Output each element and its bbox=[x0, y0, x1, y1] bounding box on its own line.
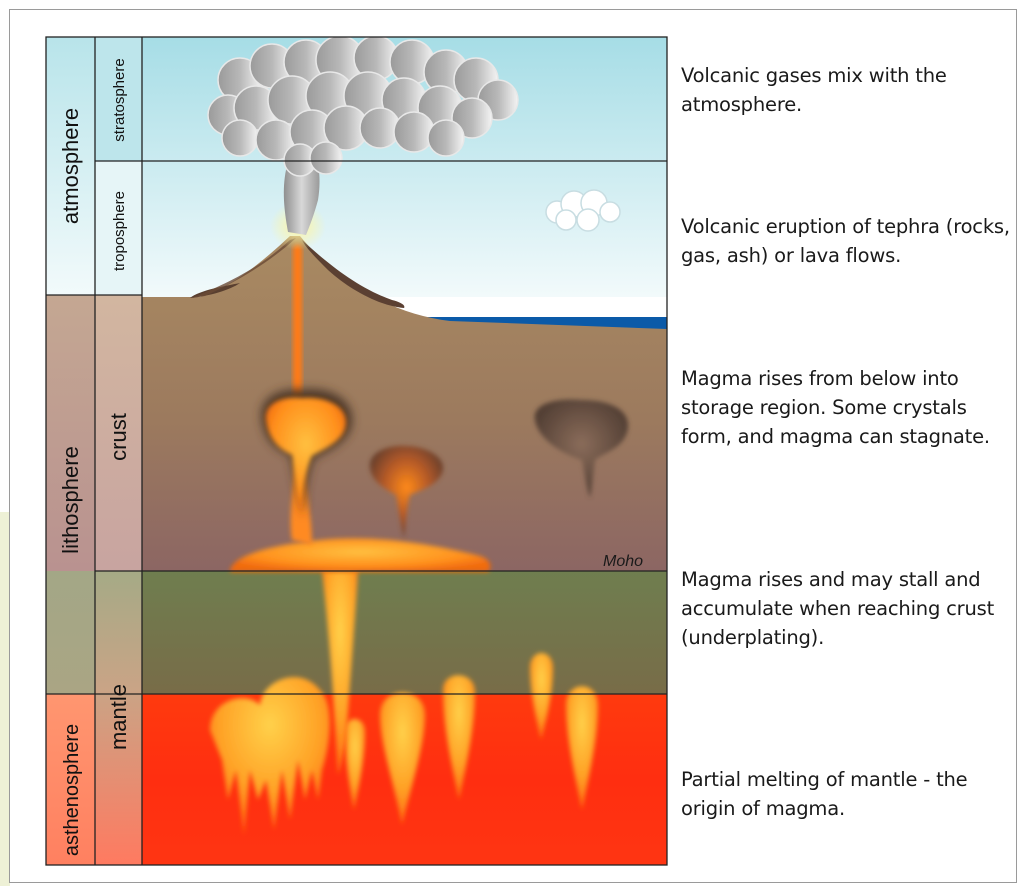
background-strip bbox=[0, 512, 10, 886]
asthenosphere-column bbox=[46, 694, 95, 865]
magma-blob-6 bbox=[566, 686, 598, 810]
description-eruption: Volcanic eruption of tephra (rocks, gas,… bbox=[681, 215, 1010, 267]
atmosphere-column bbox=[46, 37, 95, 295]
magma-blob-2 bbox=[345, 718, 365, 810]
layer-label-columns bbox=[46, 37, 142, 865]
label-asthenosphere: asthenosphere bbox=[61, 724, 83, 856]
magma-dike-mantle bbox=[322, 570, 358, 775]
magma-blob-4 bbox=[443, 675, 475, 800]
magma-blobs-asthenosphere bbox=[210, 653, 598, 835]
crust bbox=[142, 236, 667, 571]
crust-column bbox=[95, 295, 142, 571]
magma-blob-3 bbox=[380, 692, 425, 825]
label-atmosphere: atmosphere bbox=[58, 108, 83, 224]
troposphere-column bbox=[95, 161, 142, 295]
small-cloud bbox=[545, 189, 621, 232]
magma-chamber-main bbox=[265, 397, 346, 514]
lithosphere-column-crust-part bbox=[46, 295, 95, 571]
label-crust: crust bbox=[106, 413, 131, 461]
lithospheric-mantle bbox=[142, 571, 667, 694]
description-underplating: Magma rises and may stall and accumulate… bbox=[681, 568, 995, 649]
label-mantle: mantle bbox=[106, 684, 131, 750]
magma-blob-cluster bbox=[210, 677, 330, 835]
label-stratosphere: stratosphere bbox=[111, 58, 128, 141]
magma-blob-5 bbox=[530, 653, 553, 740]
description-storage: Magma rises from below into storage regi… bbox=[681, 367, 990, 448]
cooled-chamber bbox=[534, 399, 629, 498]
figure-frame bbox=[9, 9, 1017, 883]
stagnating-chamber-small bbox=[369, 445, 444, 538]
description-melting: Partial melting of mantle - the origin o… bbox=[681, 768, 968, 820]
label-lithosphere: lithosphere bbox=[58, 446, 83, 554]
conduit-upper bbox=[293, 244, 302, 400]
description-gases: Volcanic gases mix with the atmosphere. bbox=[681, 64, 947, 116]
stratosphere-column bbox=[95, 37, 142, 161]
main-scene bbox=[142, 37, 667, 865]
lava-flow-right bbox=[302, 240, 405, 308]
label-troposphere: troposphere bbox=[111, 191, 128, 271]
ash-cloud bbox=[207, 37, 519, 177]
label-moho: Moho bbox=[603, 553, 643, 570]
mantle-column bbox=[95, 571, 142, 865]
layer-boundaries bbox=[45, 36, 668, 866]
lithosphere-column-mantle-part bbox=[46, 571, 95, 694]
magma-sill-moho bbox=[230, 538, 491, 572]
